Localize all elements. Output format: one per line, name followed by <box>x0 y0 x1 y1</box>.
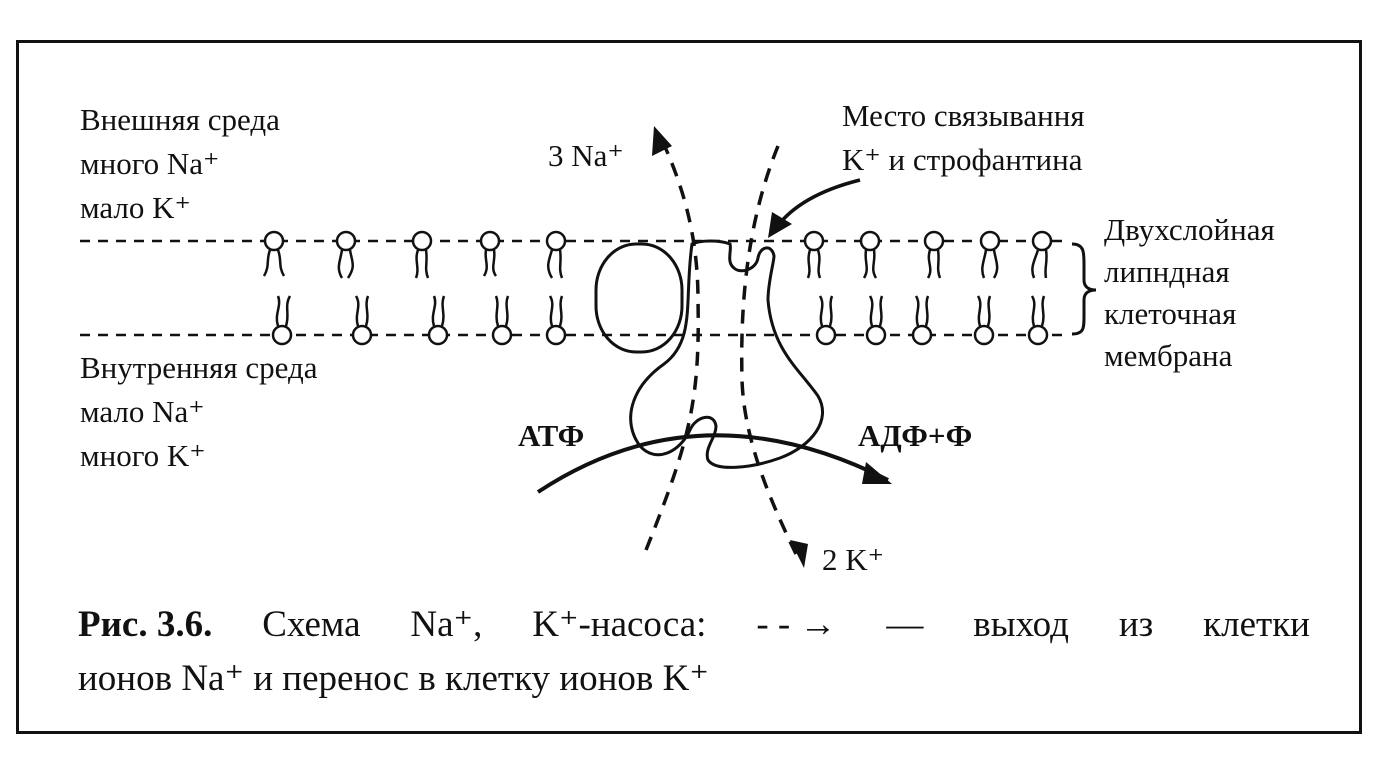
pump-protein <box>629 239 824 469</box>
binding-site-label-2: K⁺ и строфантина <box>842 142 1083 177</box>
lipid-outer-3 <box>411 230 433 279</box>
channel-protein <box>594 242 684 354</box>
caption-dashed-arrow-symbol: - - → <box>756 604 837 645</box>
caption-line-1: Рис. 3.6. Схема Na⁺, K⁺-насоса: - - → — … <box>78 598 1310 652</box>
lipid-outer-6 <box>803 230 825 279</box>
binding-site-arrow-head <box>768 212 792 238</box>
lipid-outer-2 <box>335 230 357 279</box>
lipid-outer-9 <box>979 230 1001 279</box>
lipid-inner-7 <box>865 295 887 346</box>
caption-word: из <box>1118 604 1154 645</box>
lipid-inner-6 <box>815 295 837 346</box>
figure-frame <box>16 40 1362 734</box>
binding-site-label-1: Место связывання <box>842 98 1085 133</box>
caption-word: выход <box>973 604 1069 645</box>
lipid-inner-1 <box>271 295 293 346</box>
lipid-inner-3 <box>427 295 449 346</box>
outside-title: Внешняя среда <box>80 102 280 137</box>
atp-hydrolysis-arrow <box>536 433 889 494</box>
inside-title: Внутренняя среда <box>80 350 318 385</box>
na-efflux-arrow-head <box>652 126 672 156</box>
caption-word: K⁺-насоса: <box>532 604 707 645</box>
lipid-inner-2 <box>351 295 373 346</box>
lipid-inner-8 <box>911 295 933 346</box>
na-efflux-path <box>644 139 700 551</box>
figure-caption: Рис. 3.6. Схема Na⁺, K⁺-насоса: - - → — … <box>78 598 1310 706</box>
k-in-label: 2 K⁺ <box>822 542 884 577</box>
atp-label: АТФ <box>518 418 585 453</box>
membrane-label-3: клеточная <box>1104 296 1237 331</box>
atp-arrow-head <box>862 462 892 484</box>
lipid-outer-7 <box>859 230 881 279</box>
lipid-inner-9 <box>973 295 995 346</box>
inside-na-low: мало Na⁺ <box>80 394 205 429</box>
caption-word: Na⁺, <box>410 604 483 645</box>
outside-k-low: мало K⁺ <box>80 190 191 225</box>
lipid-inner-10 <box>1027 295 1049 346</box>
lipid-outer-1 <box>262 230 286 277</box>
membrane-label-1: Двухслойная <box>1104 212 1275 247</box>
caption-word: Схема <box>262 604 361 645</box>
lipid-outer-8 <box>923 230 945 279</box>
lipid-outer-4 <box>479 230 501 277</box>
caption-word: клетки <box>1203 604 1310 645</box>
caption-word: — <box>886 604 924 645</box>
outside-na-high: много Na⁺ <box>80 146 220 181</box>
caption-figure-number: Рис. 3.6. <box>78 604 213 645</box>
lipid-inner-4 <box>491 295 513 346</box>
caption-line-2: ионов Na⁺ и перенос в клетку ионов K⁺ <box>78 658 709 699</box>
inner-lipid-leaflet <box>271 295 1049 346</box>
lipid-inner-5 <box>545 295 567 346</box>
binding-site-arrow <box>774 178 861 230</box>
adp-label: АДФ+Ф <box>858 418 973 453</box>
membrane-label-2: липндная <box>1104 254 1230 289</box>
lipid-outer-5 <box>545 230 567 279</box>
outer-lipid-leaflet <box>262 230 1053 279</box>
inside-k-high: много K⁺ <box>80 438 206 473</box>
k-influx-arrow-head <box>790 540 808 568</box>
lipid-outer-10 <box>1031 230 1053 279</box>
na-out-label: 3 Na⁺ <box>548 138 624 173</box>
membrane-label-4: мембрана <box>1104 338 1233 373</box>
k-influx-path <box>739 145 798 555</box>
membrane-brace <box>1071 242 1097 336</box>
